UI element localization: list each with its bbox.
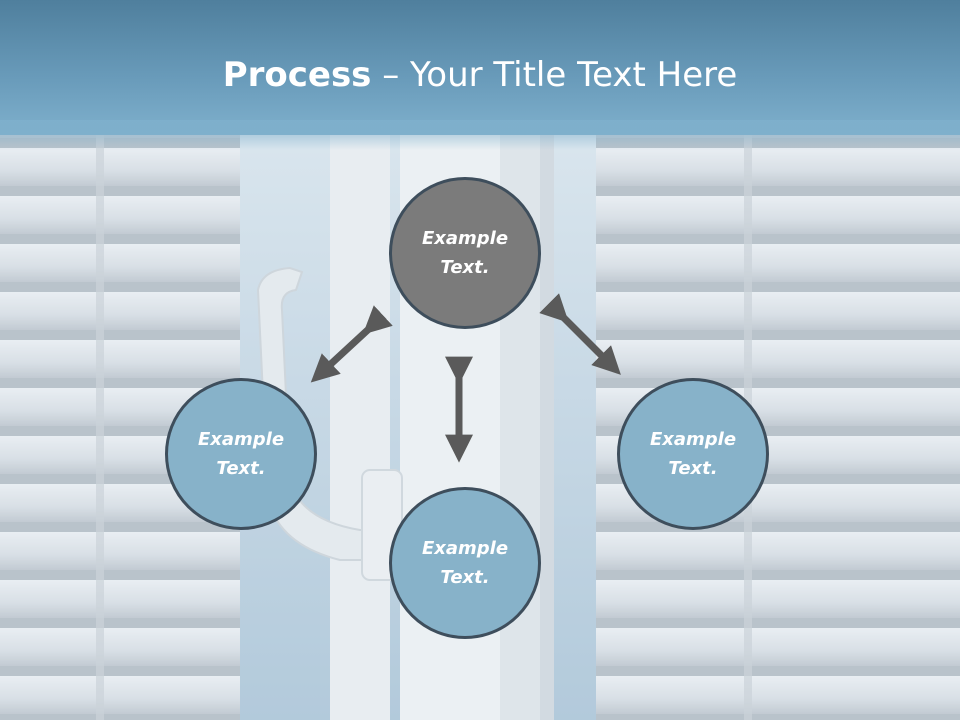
step-text-line2: Text. xyxy=(216,458,266,479)
step-text-line1: Example xyxy=(197,429,285,450)
step-text-line1: Example xyxy=(421,228,509,249)
arrow-top-right xyxy=(539,293,621,375)
title-bar xyxy=(0,0,960,135)
step-text-line2: Text. xyxy=(440,567,490,588)
step-text-line2: Text. xyxy=(668,458,718,479)
step-text-line2: Text. xyxy=(440,257,490,278)
step-text-line1: Example xyxy=(421,538,509,559)
process-step-right[interactable]: Example Text. xyxy=(617,378,769,530)
slide-title[interactable]: Process – Your Title Text Here xyxy=(0,52,960,98)
process-step-left[interactable]: Example Text. xyxy=(165,378,317,530)
process-step-top[interactable]: Example Text. xyxy=(389,177,541,329)
title-bar-fade xyxy=(0,120,960,150)
process-step-bottom[interactable]: Example Text. xyxy=(389,487,541,639)
arrow-top-left xyxy=(310,305,393,383)
step-text-line1: Example xyxy=(649,429,737,450)
title-rest-part: – Your Title Text Here xyxy=(371,55,738,95)
title-bold-part: Process xyxy=(222,55,372,95)
